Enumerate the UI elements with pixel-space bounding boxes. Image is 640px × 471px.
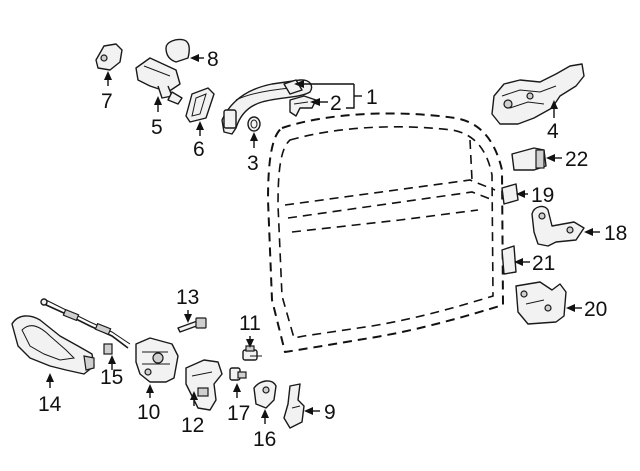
label-9: 9 (324, 401, 336, 424)
part-5-lock-cylinder (135, 57, 183, 105)
part-11-bolt (242, 345, 262, 361)
part-3-seal (247, 116, 261, 132)
label-20: 20 (584, 298, 607, 321)
label-5: 5 (151, 116, 163, 139)
arrow-21 (514, 258, 523, 266)
label-22: 22 (565, 148, 588, 171)
arrow-12 (190, 391, 198, 400)
part-12-latch-bracket (185, 359, 223, 411)
label-12: 12 (181, 414, 204, 437)
arrow-2 (310, 98, 320, 106)
part-17-stud (229, 367, 247, 381)
part-14-inside-handle (11, 315, 95, 375)
label-16: 16 (253, 428, 276, 451)
part-2-handle-cap (289, 95, 317, 117)
arrow-8 (190, 54, 199, 62)
arrow-4 (550, 100, 558, 109)
part-21-pad (501, 245, 517, 275)
arrow-9 (304, 407, 313, 415)
label-11: 11 (239, 312, 261, 335)
arrow-14 (46, 373, 54, 382)
label-17: 17 (227, 402, 250, 425)
label-18: 18 (604, 222, 627, 245)
part-19-pad (501, 183, 519, 205)
arrow-16 (261, 409, 269, 418)
arrow-10 (146, 384, 154, 393)
part-9-bracket (283, 383, 305, 429)
part-20-hinge-lower (515, 281, 567, 325)
arrow-3 (250, 132, 258, 141)
label-1: 1 (366, 86, 378, 109)
part-22-check-strap (511, 147, 547, 171)
label-8: 8 (207, 48, 219, 71)
arrow-18 (584, 228, 593, 236)
part-15-cable (40, 298, 131, 355)
arrow-13 (184, 314, 192, 323)
label-21: 21 (532, 252, 555, 275)
label-1-leader (294, 80, 362, 109)
part-4-lock-bracket (491, 63, 585, 125)
arrow-15 (108, 355, 116, 364)
label-7: 7 (101, 90, 113, 113)
label-2: 2 (330, 92, 342, 115)
arrow-7 (104, 71, 112, 80)
arrow-22 (546, 154, 555, 162)
label-4: 4 (547, 120, 559, 143)
label-10: 10 (137, 401, 160, 424)
label-3: 3 (247, 152, 259, 175)
part-13-rod-clip (177, 317, 207, 333)
part-10-latch (135, 337, 179, 383)
label-6: 6 (193, 138, 205, 161)
part-7-bezel (95, 43, 123, 71)
label-13: 13 (176, 286, 199, 309)
part-18-hinge-upper (531, 205, 585, 247)
arrow-17 (233, 383, 241, 392)
label-15: 15 (100, 366, 123, 389)
label-14: 14 (38, 393, 62, 416)
arrow-5 (154, 96, 162, 105)
part-8-cap (165, 38, 190, 63)
part-16-plate (253, 380, 277, 409)
arrow-11 (246, 339, 254, 348)
arrow-20 (566, 304, 575, 312)
arrow-19 (516, 190, 525, 198)
part-6-gasket (185, 87, 215, 123)
door-outline (267, 112, 504, 353)
label-19: 19 (531, 184, 554, 207)
arrow-6 (196, 121, 204, 130)
